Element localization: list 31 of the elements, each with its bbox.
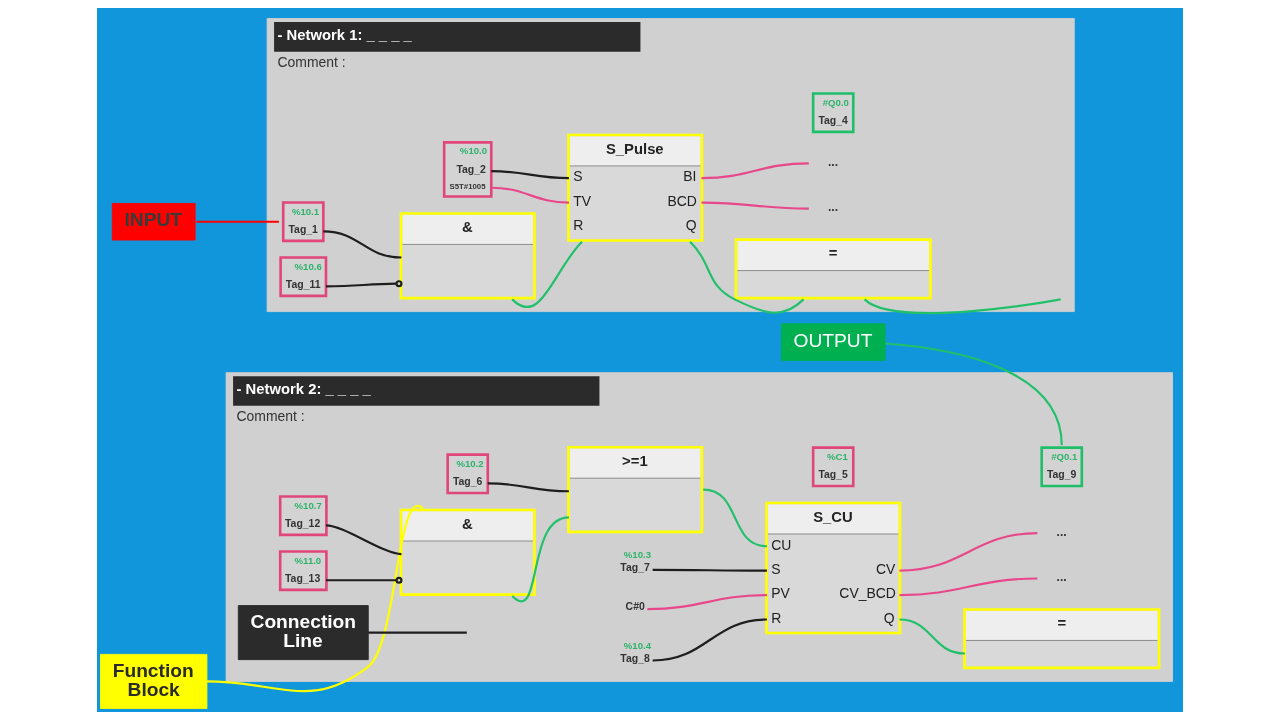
node-text: ... <box>827 154 839 169</box>
connector <box>899 532 1038 572</box>
connector <box>326 576 403 584</box>
node-text: C#0 <box>625 601 645 613</box>
node-box: INPUT <box>111 203 196 241</box>
node-text: %10.3 Tag_7 <box>620 549 652 574</box>
connector <box>491 170 569 180</box>
connector <box>368 631 467 634</box>
node-text: ... <box>1056 569 1067 584</box>
connector <box>652 618 767 662</box>
node-text: ... <box>1056 524 1067 539</box>
node-text: ... <box>827 200 839 215</box>
node-text: %10.4 Tag_8 <box>620 639 652 664</box>
node-box: Function Block <box>100 653 208 709</box>
connector <box>703 488 768 548</box>
connector <box>487 482 569 493</box>
connector <box>325 524 402 556</box>
node-box: Connection Line <box>237 605 369 661</box>
node-box: OUTPUT <box>780 323 886 361</box>
connector <box>206 505 424 693</box>
connector <box>647 594 767 611</box>
connector <box>491 186 569 204</box>
connector <box>899 618 966 655</box>
connector <box>899 577 1038 597</box>
connector <box>196 220 279 223</box>
connector <box>325 280 403 288</box>
connector <box>885 342 1063 446</box>
connector <box>701 201 809 210</box>
connector <box>323 230 402 259</box>
connector <box>701 162 809 180</box>
connector <box>652 568 767 572</box>
